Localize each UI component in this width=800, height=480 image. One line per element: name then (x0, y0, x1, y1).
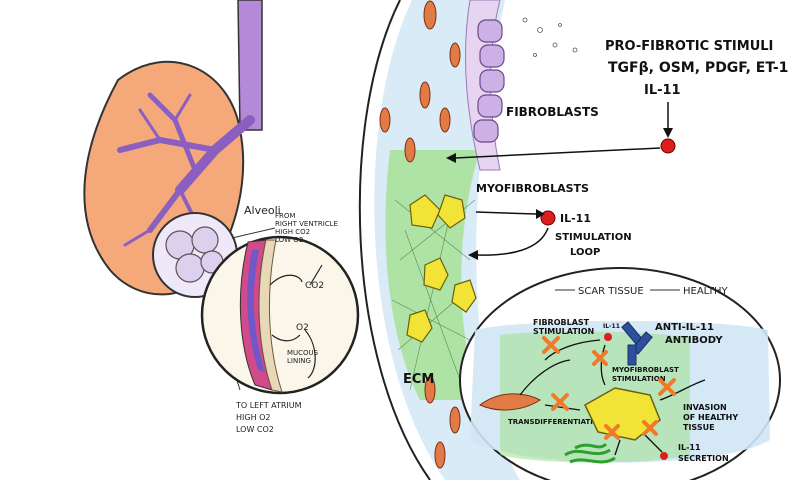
myo-stim-1: MYOFIBROBLAST (612, 366, 679, 374)
tissue-boundary (358, 0, 431, 480)
fibroblast-cells (379, 0, 461, 469)
stimuli-block: PRO-FIBROTIC STIMULI TGFβ, OSM, PDGF, ET… (446, 39, 788, 163)
trachea (237, 0, 263, 131)
inset-fibroblast (479, 393, 541, 411)
cross-6 (642, 420, 658, 436)
stimuli-list: TGFβ, OSM, PDGF, ET-1 (608, 60, 788, 76)
myofibroblasts-label: MYOFIBROBLASTS (476, 182, 589, 195)
mucous-label-2: LINING (287, 357, 311, 365)
cross-2 (592, 350, 608, 366)
transdiff-label: TRANSDIFFERENTIATION (508, 418, 605, 426)
myo-stim-2: STIMULATION (612, 375, 666, 383)
il11-top-label: IL-11 (644, 83, 681, 98)
inset-ecm-fiber (564, 442, 616, 464)
ecm-fibers (391, 199, 476, 391)
cross-3 (551, 393, 569, 411)
gas-exchange-circle (200, 235, 360, 395)
il11-top-dot (660, 138, 676, 154)
healthy-label: HEALTHY (683, 286, 729, 297)
inset-arrows (519, 339, 706, 456)
tissue-section: FIBROBLASTS MYOFIBROBLASTS ECM IL-11 STI… (358, 0, 632, 480)
airway-particles (522, 17, 578, 57)
cross-5 (604, 424, 620, 440)
epithelial-cells (473, 19, 505, 143)
from-label-2: RIGHT VENTRICLE (275, 220, 338, 228)
il11-inset-label: IL-11 (603, 323, 620, 330)
stimuli-title: PRO-FIBROTIC STIMULI (605, 39, 773, 54)
mucous-label-1: MUCOUS (287, 349, 319, 357)
fibroblast-stim-2: STIMULATION (533, 327, 594, 336)
invasion-label-1: INVASION (683, 403, 727, 412)
invasion-label-3: TISSUE (683, 423, 715, 432)
block-crosses (542, 336, 676, 440)
il11-loop-label: IL-11 (560, 212, 591, 225)
low-o2-label: LOW O2 (275, 236, 303, 244)
alveoli-sacs (165, 226, 224, 283)
loop-label: LOOP (570, 247, 600, 258)
antibody-icon (621, 321, 653, 366)
antibody-label: ANTIBODY (665, 335, 723, 346)
anti-il11-label: ANTI-IL-11 (655, 322, 714, 333)
to-la-label: TO LEFT ATRIUM (235, 401, 302, 410)
scar-tissue-inset: SCAR TISSUE HEALTHY FIBROBLAST STIMULATI… (459, 267, 781, 480)
il11-sec-label-1: IL-11 (678, 443, 701, 452)
inset-myofibroblast (584, 387, 661, 441)
cross-1 (542, 336, 560, 354)
mucous-layer (258, 239, 283, 393)
il11-sec-label-2: SECRETION (678, 454, 729, 463)
lung-diagram: Alveoli FROM RIGHT VENTRICLE HIGH CO2 LO… (83, 0, 360, 434)
co2-label: CO2 (305, 281, 324, 291)
fibroblast-stim-1: FIBROBLAST (533, 318, 590, 327)
ecm-label: ECM (403, 372, 434, 387)
invasion-label-2: OF HEALTHY (683, 413, 738, 422)
myofibroblast-cells (406, 194, 477, 343)
cross-4 (658, 378, 676, 396)
alveoli-label: Alveoli (244, 204, 281, 217)
scar-tissue-label: SCAR TISSUE (578, 286, 644, 297)
fibroblasts-label: FIBROBLASTS (506, 105, 599, 119)
from-label-1: FROM (275, 212, 295, 220)
il11-loop-dot (540, 210, 556, 226)
stimulation-label: STIMULATION (555, 232, 632, 243)
high-o2-label: HIGH O2 (236, 413, 271, 422)
o2-label: O2 (296, 323, 309, 333)
high-co2-label: HIGH CO2 (275, 228, 310, 236)
bronchial-tree (117, 92, 255, 247)
low-co2-label: LOW CO2 (236, 425, 274, 434)
